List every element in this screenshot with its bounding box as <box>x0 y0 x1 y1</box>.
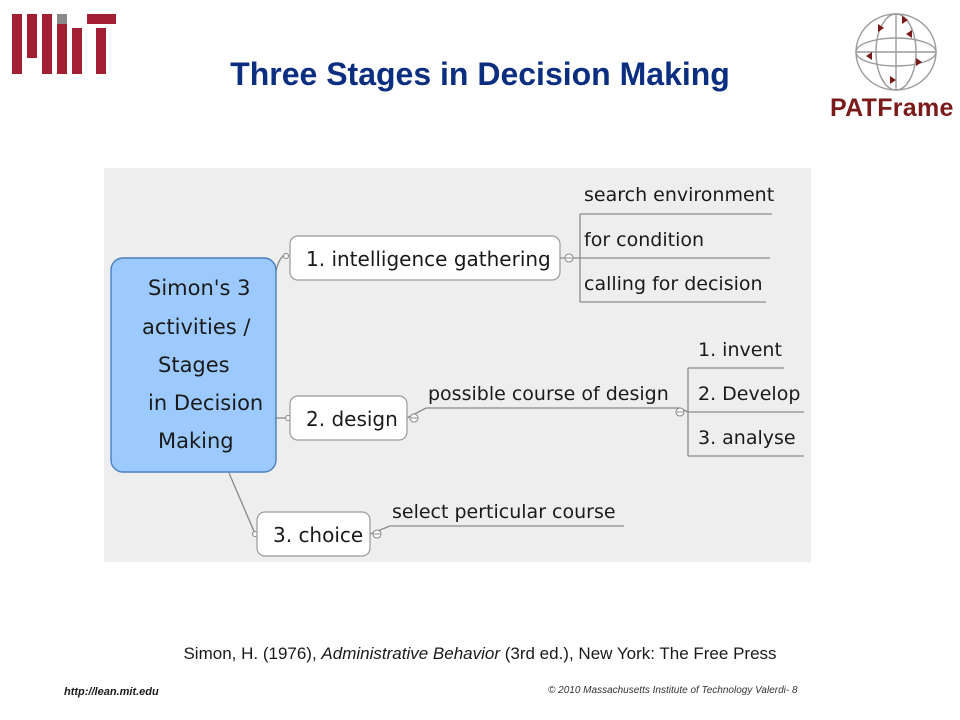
patframe-globe-logo <box>855 13 937 91</box>
mit-logo <box>12 14 116 74</box>
branch-choice-label: 3. choice <box>273 523 363 547</box>
central-line-3: Stages <box>158 353 230 377</box>
sub-select-perticular-course: select perticular course <box>392 501 616 523</box>
slide-title: Three Stages in Decision Making <box>230 56 730 92</box>
leaf-invent: 1. invent <box>698 339 782 361</box>
citation-rest: (3rd ed.), New York: The Free Press <box>500 644 777 663</box>
footer-url-link[interactable]: http://lean.mit.edu <box>64 686 159 698</box>
leaf-for-condition: for condition <box>584 229 704 251</box>
central-line-4: in Decision <box>148 391 263 415</box>
central-line-1: Simon's 3 <box>148 276 251 300</box>
branch-intelligence-node[interactable] <box>289 235 561 281</box>
central-line-5: Making <box>158 429 234 453</box>
mind-map: Simon's 3 activities / Stages in Decisio… <box>104 168 811 562</box>
central-line-2: activities / <box>142 315 251 339</box>
leaf-develop: 2. Develop <box>698 383 800 405</box>
branch-design-label: 2. design <box>306 407 398 431</box>
leaf-calling-for-decision: calling for decision <box>584 273 763 295</box>
citation-book: Administrative Behavior <box>321 644 500 663</box>
sub-possible-course-of-design: possible course of design <box>428 383 669 405</box>
patframe-logo-text: PATFrame <box>830 94 954 122</box>
branch-intelligence-label: 1. intelligence gathering <box>306 247 551 271</box>
footer-copyright: © 2010 Massachusetts Institute of Techno… <box>548 685 798 696</box>
citation-author: Simon, H. (1976), <box>183 644 322 663</box>
citation: Simon, H. (1976), Administrative Behavio… <box>0 644 960 664</box>
branch-design-node[interactable] <box>289 395 408 441</box>
central-node <box>110 257 277 473</box>
leaf-search-environment: search environment <box>584 184 774 206</box>
branch-choice-node[interactable] <box>256 511 371 557</box>
leaf-analyse: 3. analyse <box>698 427 796 449</box>
